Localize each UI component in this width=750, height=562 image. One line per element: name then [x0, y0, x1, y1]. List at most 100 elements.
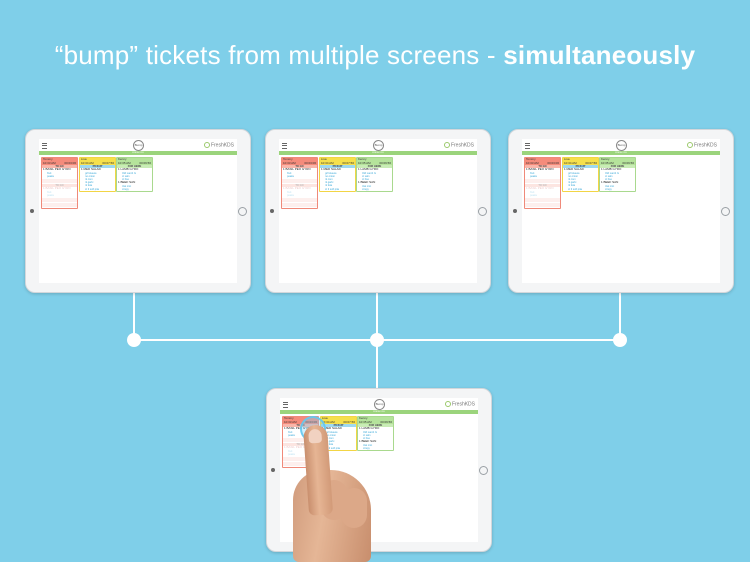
ticket-timer: 00:09:56 [380, 419, 392, 424]
item-modifier: ct hse [122, 178, 129, 181]
ticket-item: 1 MED SALAD [322, 426, 342, 430]
item-modifier: crispy [363, 447, 370, 450]
hamburger-menu-icon[interactable] [283, 402, 288, 408]
ticket-header: Kenny 10:35 AM 00:09:56 [358, 416, 393, 424]
station-bar: FRESH KDS [280, 410, 478, 414]
ticket-card[interactable]: Tommy 10:33 AM 00:03:06 TO GO 1 BASIL PE… [41, 157, 78, 209]
item-modifier: nl feta [568, 184, 576, 188]
ticket-customer: Kenny [601, 157, 610, 161]
bump-button[interactable]: Bump [616, 140, 627, 151]
ticket-customer: Kenny [118, 157, 127, 161]
ticket-item: 1 BEEF SAN [359, 439, 377, 444]
ticket-time: 10:34 AM [322, 419, 335, 424]
kds-screen: Bump FreshKDS FRESH KDS Tommy 10:33 AM 0… [39, 139, 237, 283]
bump-button[interactable]: Bump [374, 399, 385, 410]
ticket-card[interactable]: Lisa 10:34 AM 00:07:56 PICKUP 1 MED SALA… [319, 157, 356, 192]
ticket-card[interactable]: Kenny 10:35 AM 00:09:56 FOR HERE 1 LAMB … [116, 157, 153, 193]
item-modifier: ct saln [363, 433, 371, 437]
bump-button[interactable]: Bump [373, 140, 384, 151]
ticket-card[interactable]: Tommy 10:33 AM 00:03:06 TO GO 1 BASIL PE… [524, 157, 561, 209]
freshkds-logo: FreshKDS [686, 142, 717, 148]
bump-button[interactable]: Bump [133, 140, 144, 151]
ticket-header: Lisa 10:34 AM 00:07:56 [320, 157, 355, 165]
item-modifier: ct hse [605, 178, 612, 181]
item-modifier: nl feta [325, 184, 333, 188]
tablet-top-center: Bump FreshKDS FRESH KDS Tommy 10:33 AM 0… [265, 129, 491, 293]
item-modifier: nl garlc [325, 181, 334, 185]
item-modifier: grll skewe [326, 430, 338, 434]
ticket-header: Lisa 10:34 AM 00:07:56 [563, 157, 598, 165]
ticket-header: Kenny 10:35 AM 00:09:56 [600, 157, 635, 165]
item-modifier: peaks [288, 433, 295, 437]
ticket-card[interactable]: Lisa 10:34 AM 00:07:56 PICKUP 1 MED SALA… [79, 157, 116, 192]
ticket-time: 10:33 AM [283, 160, 296, 165]
home-button[interactable] [479, 466, 488, 475]
ticket-order-type: FOR HERE [117, 165, 152, 168]
ticket-card[interactable]: Tommy 10:33 AM 00:03:06 TO GO 1 BASIL PE… [281, 157, 318, 209]
item-modifier: peaks [47, 174, 54, 178]
connector-drop-right [619, 290, 621, 340]
item-modifier: Old Lamb G [122, 171, 136, 175]
item-modifier: no onion [568, 174, 578, 178]
app-topbar: Bump FreshKDS [279, 139, 477, 151]
ticket-time: 10:34 AM [564, 160, 577, 165]
item-modifier: no onion [326, 433, 336, 437]
home-button[interactable] [721, 207, 730, 216]
ticket-customer: Lisa [322, 416, 328, 420]
item-modifier: crispy [362, 188, 369, 191]
item-modifier: fruit [287, 171, 292, 175]
ticket-faded-duplicate: TO GO 1 BASIL PEO GYRO fruit peaks [42, 179, 77, 207]
ticket-time: 10:35 AM [359, 419, 372, 424]
item-modifier: ct saln [122, 174, 130, 178]
ticket-item: 1 BEEF SAN [358, 180, 376, 185]
freshkds-logo: FreshKDS [203, 142, 234, 148]
freshkds-logo: FreshKDS [443, 142, 474, 148]
item-modifier: nl com [325, 178, 333, 181]
item-modifier: tzat crst [122, 184, 132, 188]
ticket-item: 1 LAMB GYRO [118, 167, 139, 171]
ticket-timer: 00:09:56 [379, 160, 391, 165]
tablet-top-right: Bump FreshKDS FRESH KDS Tommy 10:33 AM 0… [508, 129, 734, 293]
item-modifier: ct 3 soft pita [326, 446, 340, 450]
hamburger-menu-icon[interactable] [525, 143, 530, 149]
ticket-time: 10:34 AM [321, 160, 334, 165]
ticket-card[interactable]: Kenny 10:35 AM 00:09:56 FOR HERE 1 LAMB … [357, 416, 394, 452]
ticket-card[interactable]: Kenny 10:35 AM 00:09:56 FOR HERE 1 LAMB … [356, 157, 393, 193]
station-bar: FRESH KDS [279, 151, 477, 155]
ticket-item: 1 BASIL PEO GYRO [526, 167, 554, 171]
hamburger-menu-icon[interactable] [282, 143, 287, 149]
ticket-header: Tommy 10:33 AM 00:03:06 [525, 157, 560, 165]
app-topbar: Bump FreshKDS [280, 398, 478, 410]
ticket-card[interactable]: Lisa 10:34 AM 00:07:56 PICKUP 1 MED SALA… [562, 157, 599, 192]
connector-trunk [376, 340, 378, 388]
ticket-order-type: TO GO [525, 165, 560, 168]
item-modifier: fruit [530, 171, 535, 175]
ticket-time: 10:35 AM [118, 160, 131, 165]
ticket-timer: 00:07:56 [342, 160, 354, 165]
item-modifier: Old Lamb G [362, 171, 376, 175]
ticket-order-type: FOR HERE [357, 165, 392, 168]
home-button[interactable] [478, 207, 487, 216]
hamburger-menu-icon[interactable] [42, 143, 47, 149]
ticket-faded-duplicate: TO GO 1 BASIL PEO GYRO fruit peaks [525, 179, 560, 207]
item-modifier: ct hse [362, 178, 369, 181]
item-modifier: grll skewe [85, 171, 97, 175]
ticket-timer: 00:09:56 [622, 160, 634, 165]
item-modifier: ct saln [605, 174, 613, 178]
ticket-customer: Lisa [564, 157, 570, 161]
connector-drop-center [376, 290, 378, 340]
hand-image [293, 470, 371, 562]
item-modifier: nl garlc [568, 181, 577, 185]
ticket-order-type: TO GO [282, 165, 317, 168]
camera-dot [513, 209, 517, 213]
ticket-card[interactable]: Kenny 10:35 AM 00:09:56 FOR HERE 1 LAMB … [599, 157, 636, 193]
item-modifier: no onion [325, 174, 335, 178]
home-button[interactable] [238, 207, 247, 216]
kds-screen: Bump FreshKDS FRESH KDS Tommy 10:33 AM 0… [522, 139, 720, 283]
headline-prefix: “bump” tickets from multiple screens - [54, 40, 504, 70]
connector-node-center [370, 333, 384, 347]
ticket-customer: Tommy [284, 416, 294, 420]
kds-screen: Bump FreshKDS FRESH KDS Tommy 10:33 AM 0… [279, 139, 477, 283]
item-modifier: nl feta [326, 443, 334, 447]
item-modifier: nl com [85, 178, 93, 181]
